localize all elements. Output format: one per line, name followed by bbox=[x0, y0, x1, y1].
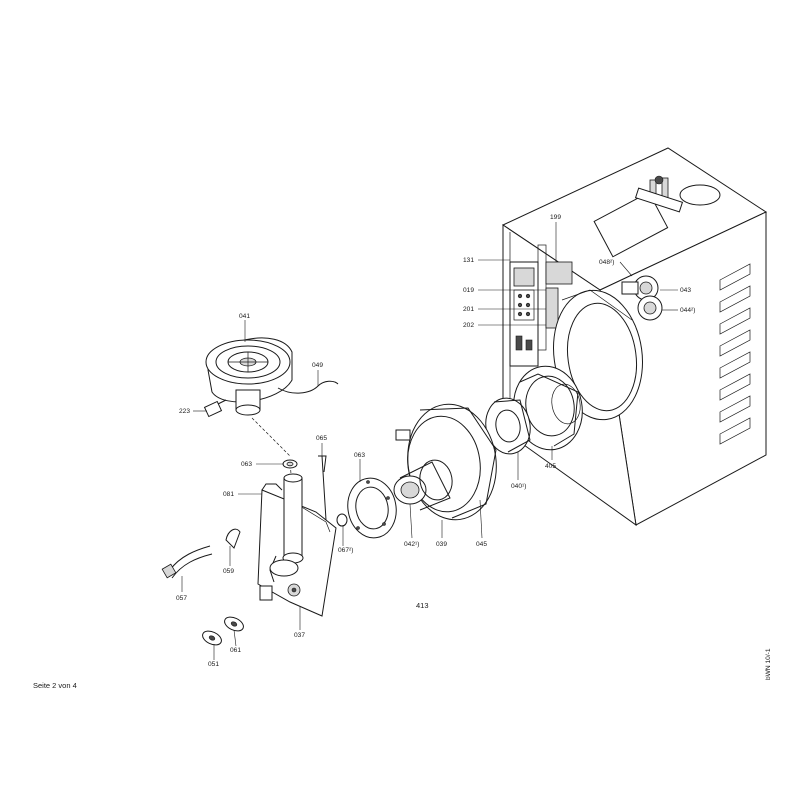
control-panel bbox=[509, 244, 573, 367]
cable-gland-057 bbox=[161, 545, 213, 579]
plug-223 bbox=[203, 399, 227, 418]
page-label: Seite 2 von 4 bbox=[33, 681, 77, 690]
label-405: 405 bbox=[545, 463, 556, 470]
label-223: 223 bbox=[179, 408, 190, 415]
part-labels: 041 049 223 063 065 081 063 067²) 059 05… bbox=[176, 214, 695, 668]
label-043: 043 bbox=[680, 287, 691, 294]
label-041: 041 bbox=[239, 313, 250, 320]
label-202: 202 bbox=[463, 322, 474, 329]
side-code: bWN 10/-1 bbox=[765, 648, 772, 680]
label-051: 051 bbox=[208, 661, 219, 668]
label-040: 040¹) bbox=[511, 483, 526, 490]
label-045: 045 bbox=[476, 541, 487, 548]
label-037: 037 bbox=[294, 632, 305, 639]
label-042: 042¹) bbox=[404, 541, 419, 548]
burner-plate-045 bbox=[395, 403, 497, 521]
label-048: 048²) bbox=[599, 259, 614, 266]
label-063-gasket: 063 bbox=[354, 452, 365, 459]
top-flue-fitting bbox=[593, 175, 721, 258]
label-049: 049 bbox=[312, 362, 323, 369]
side-vent-slots bbox=[719, 263, 751, 445]
label-065: 065 bbox=[316, 435, 327, 442]
fan-housing-041 bbox=[205, 337, 293, 416]
label-067: 067²) bbox=[338, 547, 353, 554]
label-061: 061 bbox=[230, 647, 241, 654]
label-057: 057 bbox=[176, 595, 187, 602]
label-063-ring: 063 bbox=[241, 461, 252, 468]
o-ring-063 bbox=[282, 459, 298, 469]
label-019: 019 bbox=[463, 287, 474, 294]
drawing-number: 413 bbox=[416, 601, 429, 610]
gasket-061 bbox=[224, 616, 244, 632]
sealing-ring-040 bbox=[485, 397, 531, 455]
fan-axis-dashed bbox=[251, 417, 293, 489]
intake-tube-081 bbox=[261, 473, 304, 583]
rod-065 bbox=[318, 455, 327, 521]
label-201: 201 bbox=[463, 306, 474, 313]
leader-lines bbox=[181, 222, 678, 660]
clip-059 bbox=[225, 528, 241, 549]
washer-067 bbox=[336, 513, 348, 527]
label-039: 039 bbox=[436, 541, 447, 548]
flange-051 bbox=[202, 630, 222, 646]
mounting-flange-405 bbox=[513, 365, 583, 451]
label-059: 059 bbox=[223, 568, 234, 575]
label-044: 044²) bbox=[680, 307, 695, 314]
burner-tube-042 bbox=[393, 459, 453, 511]
valve-cluster bbox=[621, 275, 663, 321]
label-199: 199 bbox=[550, 214, 561, 221]
gasket-063 bbox=[347, 477, 397, 539]
label-081: 081 bbox=[223, 491, 234, 498]
boiler-housing bbox=[501, 147, 768, 527]
label-131: 131 bbox=[463, 257, 474, 264]
